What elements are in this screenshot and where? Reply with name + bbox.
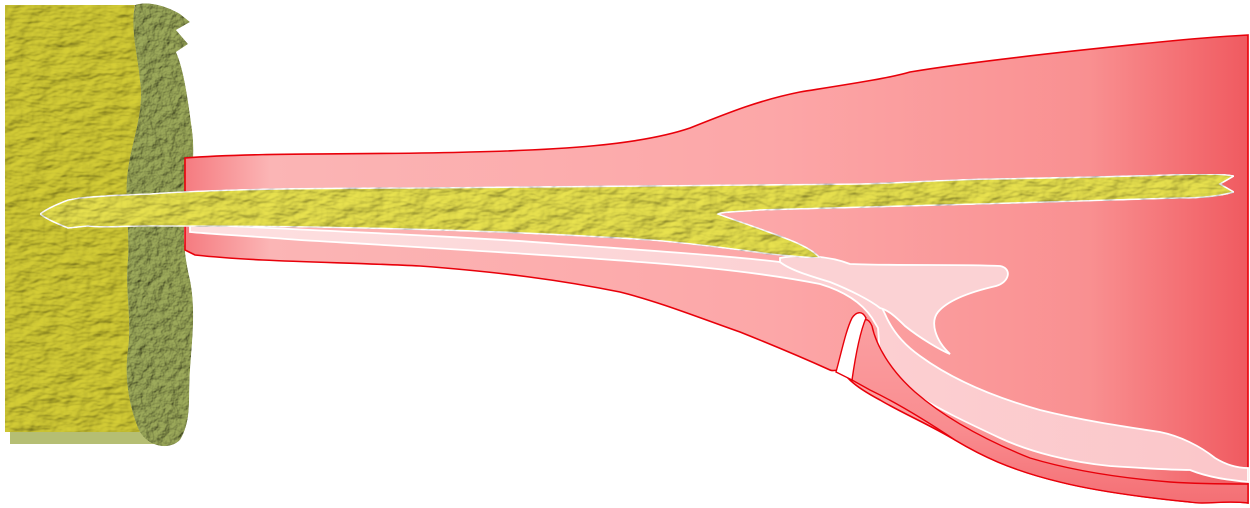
section-diagram xyxy=(0,0,1250,508)
